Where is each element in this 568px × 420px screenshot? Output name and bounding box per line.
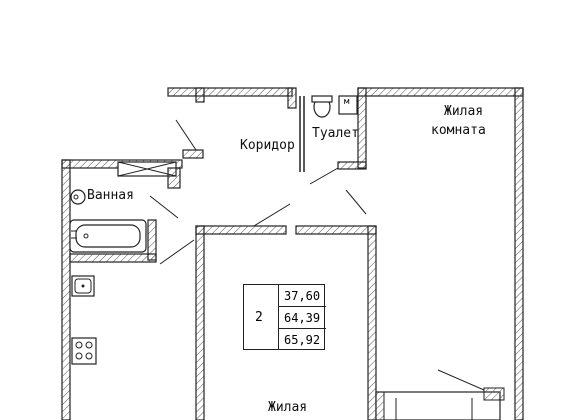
- wall-left: [61, 159, 71, 420]
- wall-toilet-left: [287, 87, 297, 109]
- room-label-toilet: Туалет: [312, 126, 359, 141]
- wall-living-left: [195, 225, 205, 420]
- wall-corridor-stub: [182, 149, 204, 159]
- area-divider: [278, 285, 280, 349]
- wall-living-right: [367, 225, 377, 420]
- area-info-box: 2 37,60 64,39 65,92: [243, 284, 326, 350]
- washing-machine: [338, 95, 358, 115]
- room-label-corridor: Коридор: [240, 138, 295, 153]
- total-area-with-balcony-value: 65,92: [284, 333, 321, 347]
- door-swing-entry: [175, 119, 197, 151]
- total-area-value: 64,39: [284, 311, 321, 325]
- door-swing-balcony: [437, 369, 485, 391]
- stove: [71, 337, 97, 365]
- door-swing-kitchen: [159, 239, 195, 265]
- door-swing-living: [253, 203, 291, 227]
- room-label-bathroom: Ванная: [87, 188, 134, 203]
- area-divider: [278, 306, 326, 308]
- living-area-value: 37,60: [284, 289, 321, 303]
- room-count: 2: [255, 310, 263, 325]
- area-divider: [278, 328, 326, 330]
- door-swing-toilet: [309, 167, 339, 185]
- wall-toilet-bottom: [337, 161, 367, 170]
- room-label-living-right-line1: Жилая: [444, 104, 484, 119]
- room-label-living-bottom: Жилая: [268, 400, 308, 415]
- wall-bath-bottom: [69, 253, 157, 263]
- room-label-living-right-line2: комната: [431, 123, 486, 138]
- door-swing-room-right: [345, 189, 367, 215]
- washer-mark: м: [344, 97, 350, 107]
- wall-toilet-right: [357, 87, 367, 169]
- wall-right: [514, 87, 524, 420]
- wall-top-right: [357, 87, 524, 97]
- wall-top-left: [167, 87, 293, 97]
- door-swing-bath: [149, 195, 179, 219]
- wall-living-top-right: [295, 225, 377, 235]
- wall-living-top-left: [195, 225, 287, 235]
- balcony: [375, 391, 501, 420]
- wall-top-stub: [195, 87, 205, 103]
